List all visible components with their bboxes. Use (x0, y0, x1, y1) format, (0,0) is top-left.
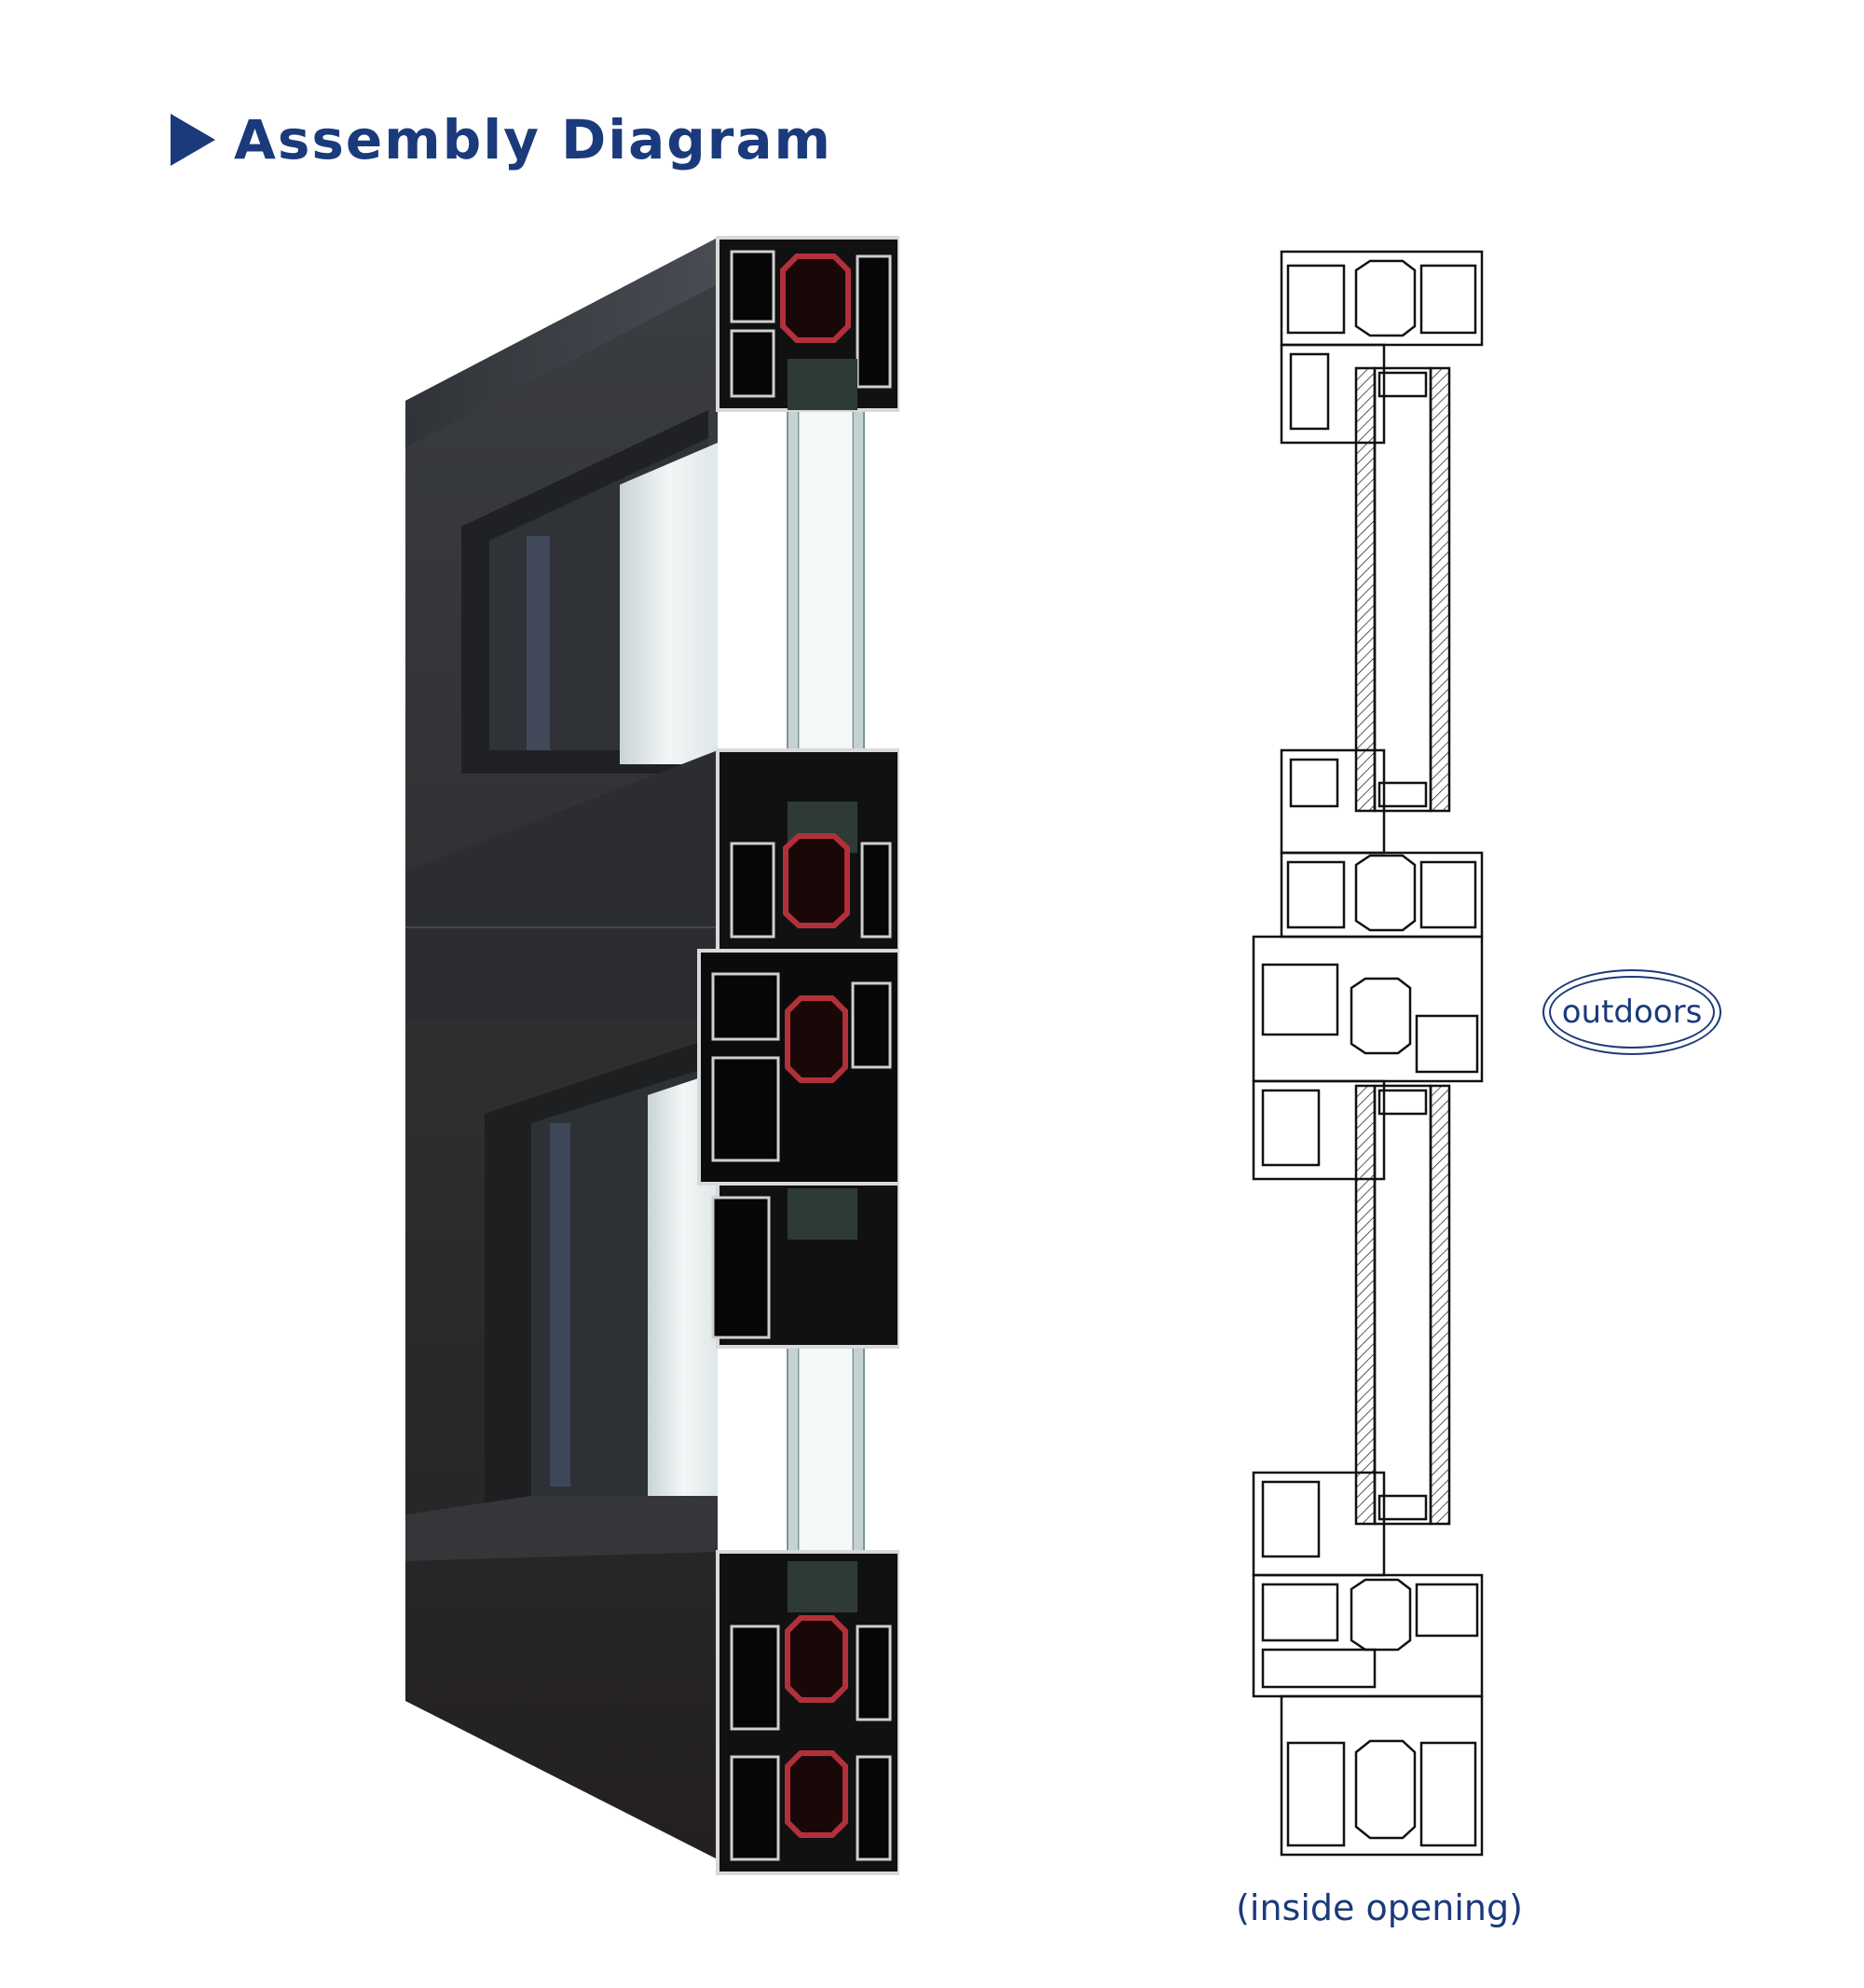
middle-transom-profile (1252, 748, 1484, 1181)
upper-glass-unit (1354, 366, 1451, 813)
bottom-frame-profile (1252, 1471, 1484, 1857)
inside-opening-label: (inside opening) (1236, 1887, 1523, 1928)
outdoors-label: outdoors (1542, 969, 1721, 1055)
page-title: Assembly Diagram (234, 108, 832, 171)
title-row: Assembly Diagram (171, 103, 832, 177)
lower-glass-unit (1354, 1084, 1451, 1526)
window-frame-3d-render (405, 236, 899, 1875)
top-frame-profile (1280, 250, 1484, 445)
middle-profile-section (697, 748, 899, 1349)
cross-section-drawing (1252, 250, 1484, 1857)
upper-glass-pane (620, 443, 718, 764)
triangle-play-icon (171, 114, 215, 166)
outdoors-label-text: outdoors (1561, 994, 1703, 1031)
upper-profile-section (716, 236, 899, 412)
lower-profile-section (716, 1550, 899, 1875)
